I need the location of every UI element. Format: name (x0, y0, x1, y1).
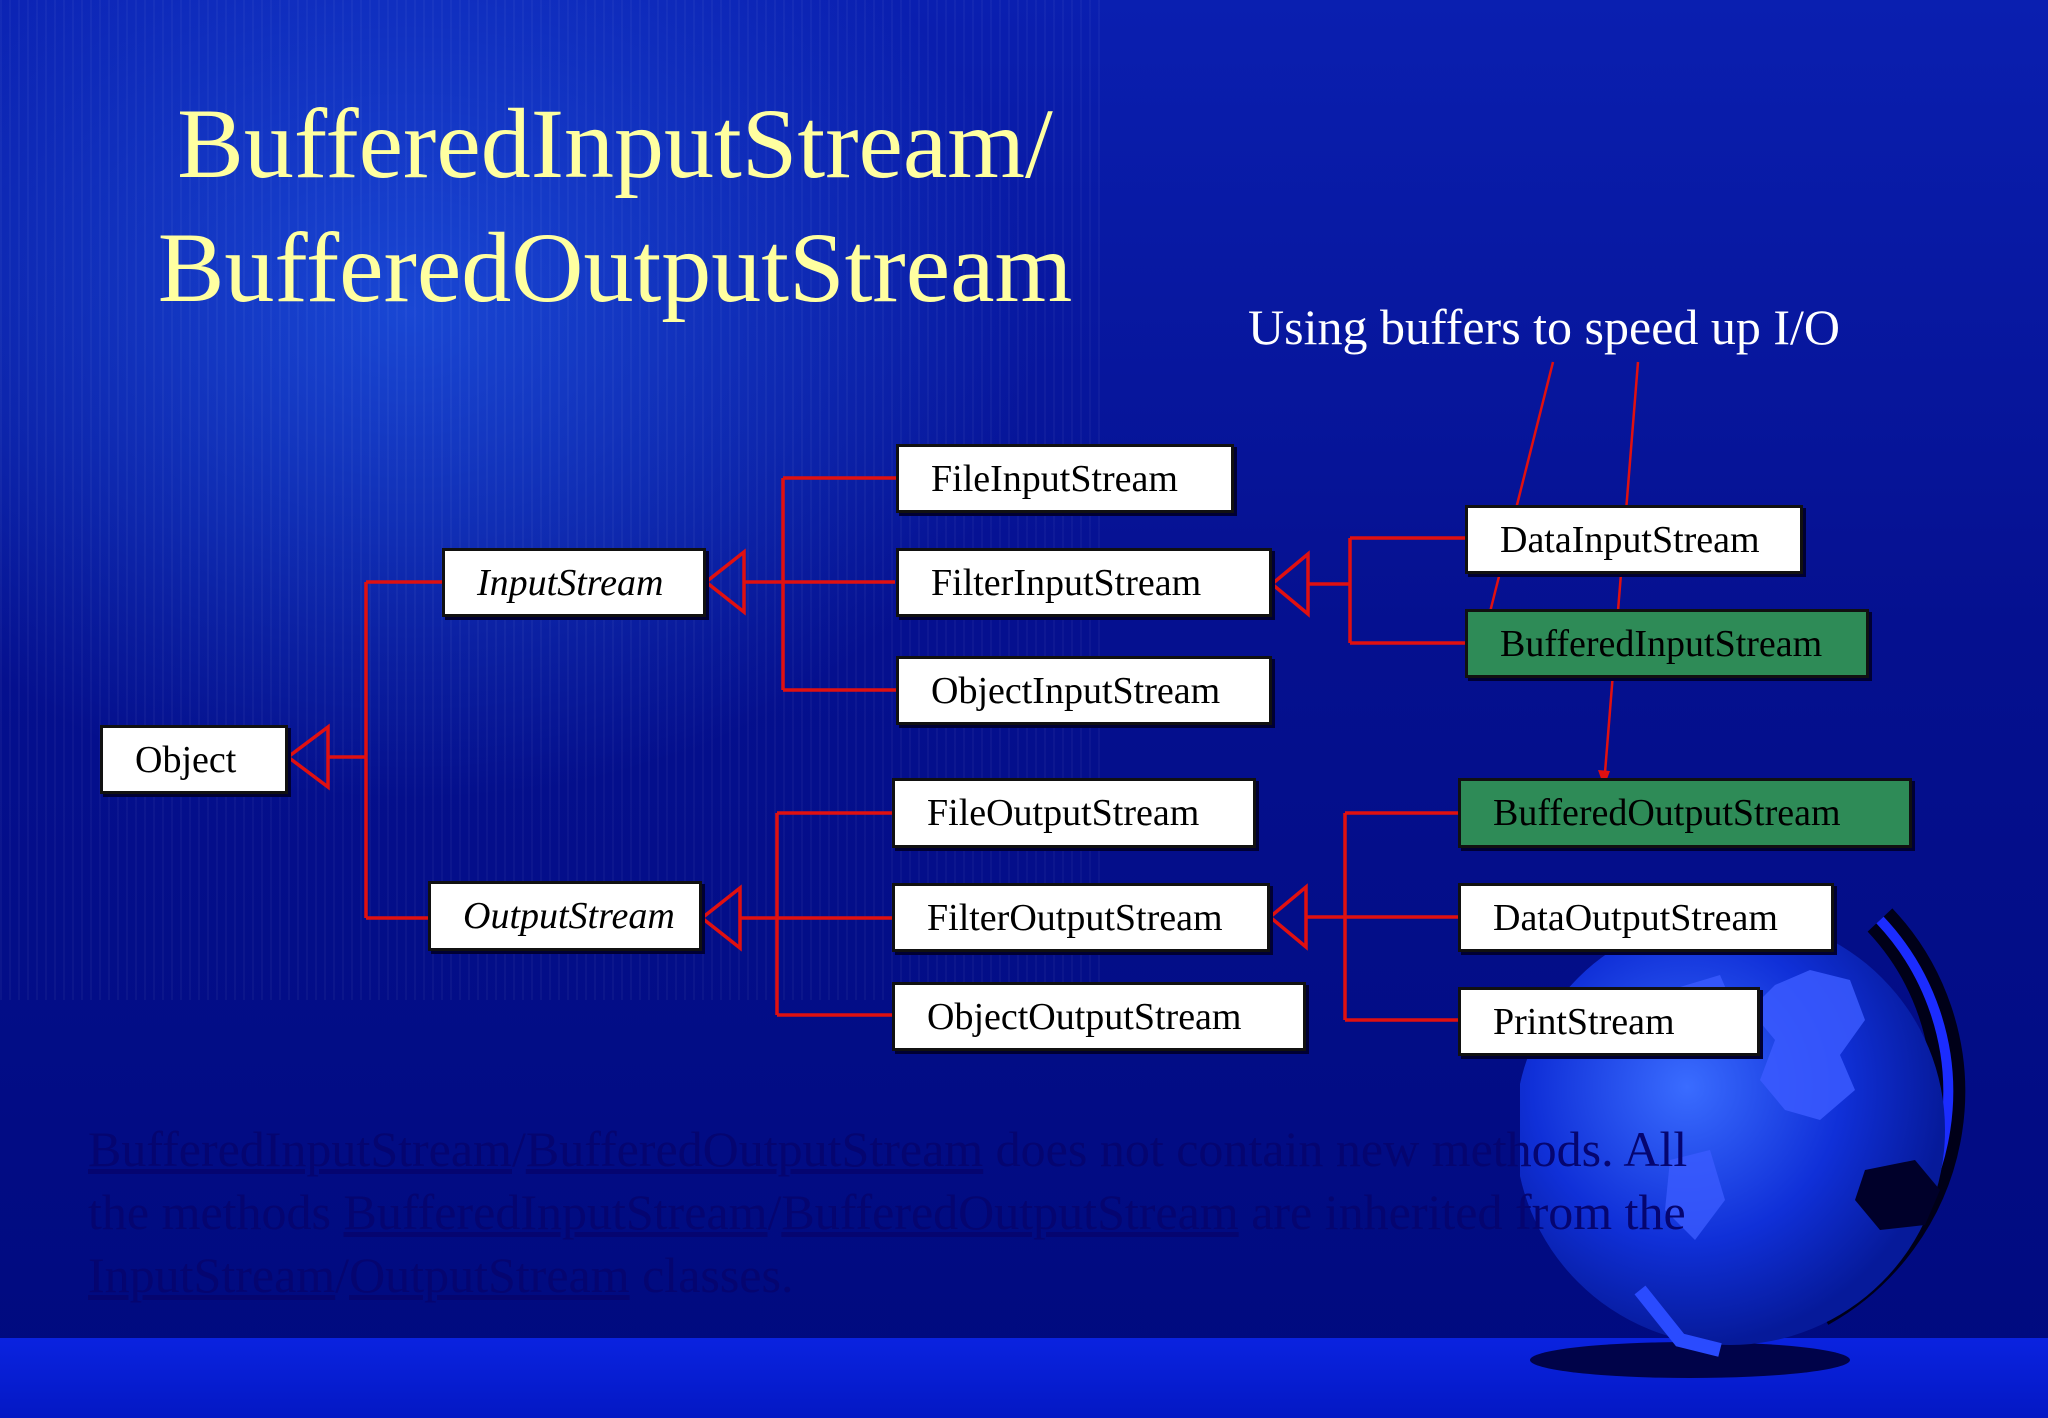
footer-link-bufferedinputstream: BufferedInputStream (88, 1121, 512, 1177)
footer-text-line2-start: the methods (88, 1184, 344, 1240)
footer-slash-3: / (335, 1247, 350, 1303)
inheritance-arrow-inputstream (703, 548, 746, 616)
node-object-label: Object (135, 738, 237, 781)
node-outputstream: OutputStream (428, 881, 702, 951)
node-objectinputstream: ObjectInputStream (896, 656, 1272, 725)
footer-link-bufferedinputstream-2: BufferedInputStream (343, 1184, 768, 1240)
footer-link-bufferedoutputstream-2: BufferedOutputStream (781, 1184, 1239, 1240)
node-datainputstream-label: DataInputStream (1500, 518, 1760, 561)
node-bufferedinputstream: BufferedInputStream (1465, 609, 1869, 678)
page-title-line-1: BufferedInputStream/ (177, 88, 1053, 199)
node-printstream-label: PrintStream (1493, 1000, 1675, 1043)
node-objectoutputstream: ObjectOutputStream (892, 982, 1306, 1051)
node-outputstream-label: OutputStream (463, 895, 675, 937)
footer-text-line1: does not contain new methods. All (983, 1121, 1688, 1177)
inheritance-arrow-filteroutputstream (1267, 883, 1308, 951)
node-dataoutputstream-label: DataOutputStream (1493, 896, 1778, 939)
inheritance-arrow-outputstream (699, 884, 742, 952)
node-datainputstream: DataInputStream (1465, 505, 1803, 574)
footer-slash-2: / (767, 1184, 782, 1240)
node-fileinputstream-label: FileInputStream (931, 457, 1178, 500)
footer-link-outputstream: OutputStream (349, 1247, 630, 1303)
node-filterinputstream: FilterInputStream (896, 548, 1272, 617)
footer-link-bufferedoutputstream: BufferedOutputStream (525, 1121, 984, 1177)
footer-link-inputstream: InputStream (88, 1247, 336, 1303)
node-bufferedoutputstream-label: BufferedOutputStream (1493, 792, 1841, 834)
node-filterinputstream-label: FilterInputStream (931, 561, 1202, 604)
node-objectinputstream-label: ObjectInputStream (931, 669, 1221, 712)
page-title-line-2: BufferedOutputStream (157, 212, 1073, 323)
pointer-line-buffered-input (1484, 361, 1555, 629)
node-inputstream-label: InputStream (477, 561, 664, 604)
node-printstream: PrintStream (1458, 987, 1760, 1056)
annotation-caption: Using buffers to speed up I/O (1248, 299, 1841, 355)
node-inputstream: InputStream (442, 548, 706, 617)
node-fileinputstream: FileInputStream (896, 444, 1234, 513)
node-objectoutputstream-label: ObjectOutputStream (927, 995, 1242, 1038)
node-filteroutputstream-label: FilterOutputStream (927, 896, 1223, 939)
footer-text-line3: classes. (629, 1247, 794, 1303)
node-bufferedinputstream-label: BufferedInputStream (1500, 622, 1823, 665)
node-bufferedoutputstream: BufferedOutputStream (1458, 778, 1912, 848)
inheritance-arrow-filterinputstream (1269, 550, 1310, 618)
node-fileoutputstream: FileOutputStream (892, 778, 1256, 848)
node-dataoutputstream: DataOutputStream (1458, 883, 1834, 952)
node-fileoutputstream-label: FileOutputStream (927, 792, 1200, 834)
inheritance-arrow-object (285, 723, 330, 791)
footer-slash: / (511, 1121, 526, 1177)
footer-paragraph: BufferedInputStream/BufferedOutputStream… (88, 1118, 1808, 1307)
node-object: Object (100, 725, 288, 794)
footer-text-line2: are inherited from the (1238, 1184, 1686, 1240)
node-filteroutputstream: FilterOutputStream (892, 883, 1270, 952)
